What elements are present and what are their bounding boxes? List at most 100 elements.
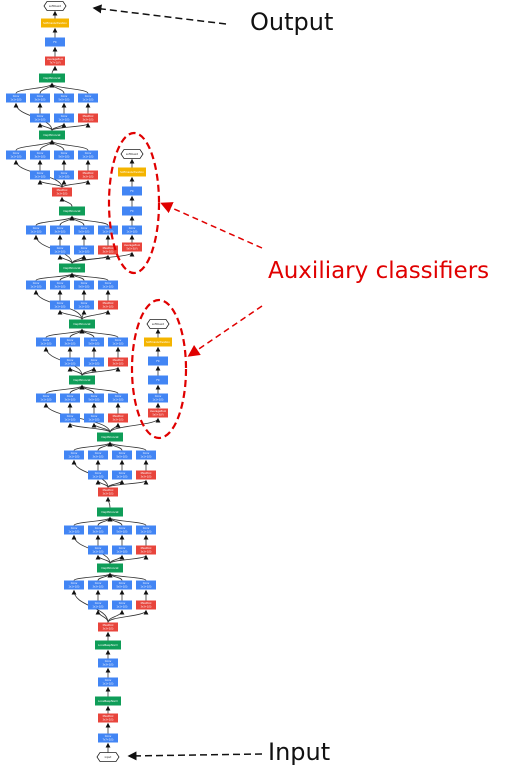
node-text: MaxPool (103, 246, 114, 250)
node-box (45, 37, 65, 47)
node-subtext: 1x1+1(S) (31, 286, 42, 289)
node-subtext: 3x3+2(S) (103, 493, 114, 496)
terminal-shape (120, 149, 144, 159)
node-concat-64: DepthConcat (59, 206, 85, 216)
node-text: Conv (105, 281, 112, 285)
node-terminal-0: input (96, 752, 120, 762)
node-text: Conv (155, 394, 162, 398)
node-box (88, 545, 108, 555)
node-text: FC (156, 359, 159, 363)
node-subtext: 5x5+1(S) (79, 231, 90, 234)
node-text: Conv (67, 394, 74, 398)
node-text: Conv (143, 451, 150, 455)
node-subtext: 3x3+1(S) (141, 551, 152, 554)
node-text: Conv (37, 94, 44, 98)
node-text: Conv (81, 301, 88, 305)
node-text: Conv (43, 338, 50, 342)
terminal-shape (43, 1, 67, 11)
node-box (88, 600, 108, 610)
node-subtext: 5x5+3(V) (126, 248, 137, 251)
node-text: Conv (85, 94, 92, 98)
node-subtext: 1x1+1(S) (69, 586, 80, 589)
node-subtext: 1x1+1(S) (55, 306, 66, 309)
node-text: Conv (105, 226, 112, 230)
node-subtext: 1x1+1(S) (11, 99, 22, 102)
node-text: Conv (81, 281, 88, 285)
node-subtext: 1x1+1(S) (117, 551, 128, 554)
terminal-text: softmax2 (49, 4, 61, 8)
edge (61, 179, 91, 188)
edge (107, 479, 149, 488)
node-box (6, 93, 26, 103)
node-subtext: 1x1+1(S) (153, 399, 164, 402)
node-box (98, 713, 118, 723)
node-text: Conv (95, 471, 102, 475)
node-softmax-84: SoftmaxActivation (41, 18, 69, 28)
node-box (98, 487, 118, 497)
node-concat-81: DepthConcat (39, 73, 65, 83)
node-text: MaxPool (141, 601, 152, 605)
node-subtext: 1x1+1(S) (11, 156, 22, 159)
edge (37, 122, 53, 131)
node-conv-94: FC (148, 375, 168, 385)
node-box (59, 206, 85, 216)
node-box (78, 170, 98, 180)
node-box (64, 525, 84, 535)
edge (81, 309, 87, 320)
node-box (95, 696, 121, 706)
node-box (136, 545, 156, 555)
node-text: Conv (37, 171, 44, 175)
node-subtext: 7x7+2(S) (103, 739, 114, 742)
node-text: Conv (61, 94, 68, 98)
node-text: MaxPool (57, 188, 68, 192)
node-subtext: 3x3+2(S) (57, 193, 68, 196)
node-box (74, 225, 94, 235)
node-box (30, 170, 50, 180)
node-box (136, 450, 156, 460)
node-softmax-90: SoftmaxActivation (118, 167, 146, 177)
node-box (78, 93, 98, 103)
node-text: DepthConcat (44, 133, 61, 137)
edge (71, 251, 135, 264)
node-box (122, 242, 142, 252)
edge (95, 479, 109, 488)
node-box (148, 375, 168, 385)
node-box (26, 225, 46, 235)
node-text: Conv (33, 281, 40, 285)
node-text: Conv (61, 114, 68, 118)
node-box (98, 658, 118, 668)
node-subtext: 3x3+1(S) (103, 664, 114, 667)
node-box (95, 640, 121, 650)
node-box (112, 580, 132, 590)
node-text: Conv (67, 414, 74, 418)
edge (79, 328, 119, 338)
node-text: Conv (105, 678, 112, 682)
node-text: Conv (57, 281, 64, 285)
node-subtext: 3x3+2(S) (103, 719, 114, 722)
node-text: Conv (71, 526, 78, 530)
node-box (112, 600, 132, 610)
node-subtext: 3x3+1(S) (65, 343, 76, 346)
node-text: LocalRespNorm (98, 643, 119, 647)
node-subtext: 3x3+1(S) (93, 531, 104, 534)
node-box (97, 563, 123, 573)
